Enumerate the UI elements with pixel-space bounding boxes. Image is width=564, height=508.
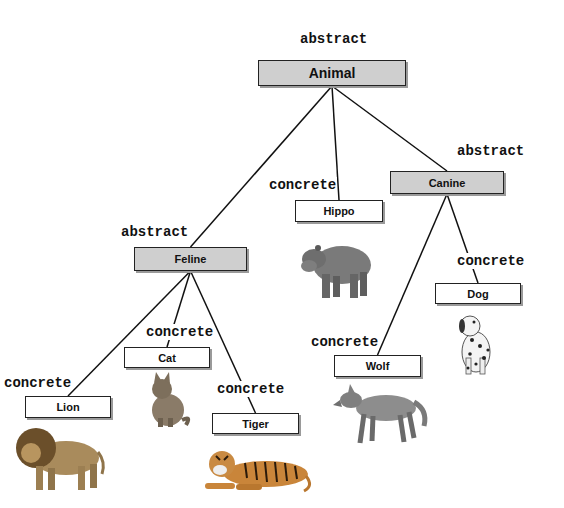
abstract-class-box: Feline <box>134 247 247 271</box>
concrete-class-box: Wolf <box>334 355 421 377</box>
class-name: Wolf <box>360 360 396 372</box>
wolf-picture <box>333 384 425 443</box>
annotation-label: abstract <box>456 143 525 159</box>
concrete-class-box: Dog <box>435 283 521 304</box>
concrete-class-box: Lion <box>25 396 111 418</box>
annotation-label: abstract <box>120 224 189 240</box>
inheritance-line <box>378 194 448 355</box>
annotation-label: concrete <box>310 334 379 350</box>
concrete-class-box: Tiger <box>212 413 299 434</box>
class-name: Lion <box>50 401 85 413</box>
abstract-class-box: Canine <box>390 171 504 194</box>
inheritance-line <box>191 86 333 247</box>
inheritance-line <box>332 86 447 171</box>
abstract-class-box: Animal <box>258 60 406 86</box>
class-name: Dog <box>461 288 494 300</box>
annotation-label: concrete <box>216 381 285 397</box>
annotation-label: concrete <box>268 177 337 193</box>
concrete-class-box: Cat <box>124 347 210 368</box>
class-name: Canine <box>423 177 472 189</box>
concrete-class-box: Hippo <box>295 200 383 222</box>
tiger-picture <box>205 451 310 491</box>
class-name: Hippo <box>317 205 360 217</box>
class-name: Animal <box>303 65 362 81</box>
hippo-picture <box>301 245 371 298</box>
class-name: Tiger <box>236 418 275 430</box>
annotation-label: abstract <box>299 31 368 47</box>
inheritance-line <box>447 194 478 283</box>
class-name: Feline <box>169 253 213 265</box>
dog-picture <box>459 316 490 374</box>
class-name: Cat <box>152 352 182 364</box>
annotation-label: concrete <box>145 324 214 340</box>
annotation-label: concrete <box>3 375 72 391</box>
annotation-label: concrete <box>456 253 525 269</box>
cat-picture <box>152 372 188 427</box>
lion-picture <box>16 428 103 490</box>
